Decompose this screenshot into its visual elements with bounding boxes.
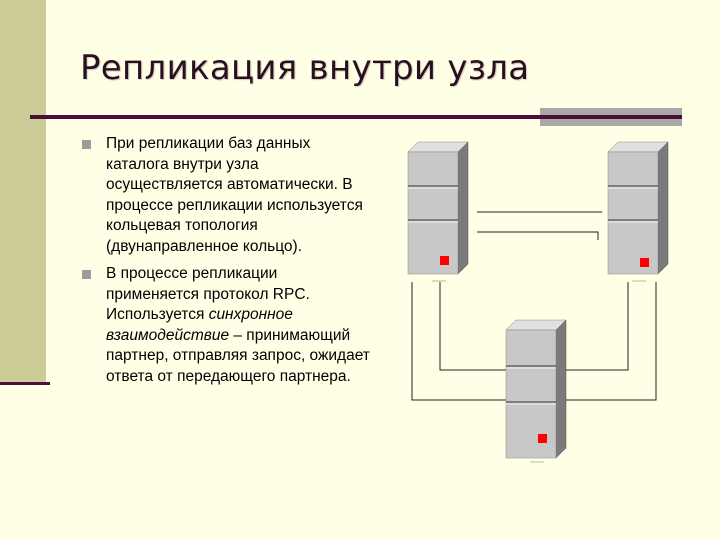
bullet-list: При репликации баз данных каталога внутр… <box>82 134 372 394</box>
server-icon <box>505 319 567 459</box>
title-rule <box>30 115 682 119</box>
link-right-inner <box>558 282 629 371</box>
title-rule-grey-top <box>540 108 682 115</box>
server-icon <box>607 141 669 275</box>
bullet-item-1: При репликации баз данных каталога внутр… <box>82 134 372 257</box>
link-left-inner <box>439 282 508 371</box>
bullet-item-2: В процессе репликации применяется проток… <box>82 264 372 387</box>
slide-title: Репликация внутри узла <box>80 48 530 88</box>
status-indicator-icon <box>440 256 449 265</box>
ring-connections <box>411 211 657 401</box>
bullet-text-2b: – принимающий партнер, отправляя запрос,… <box>106 326 370 385</box>
bullet-text-2-italic: синхронное взаимодействие <box>106 306 293 344</box>
status-indicator-icon <box>538 434 547 443</box>
replication-ring-diagram <box>407 141 669 463</box>
link-top-inner <box>477 231 599 240</box>
title-rule-grey-bottom <box>540 119 682 126</box>
bullet-text-1: При репликации баз данных каталога внутр… <box>106 135 363 255</box>
left-accent-underline <box>0 382 50 385</box>
bullet-text-2a: В процессе репликации применяется проток… <box>106 265 310 323</box>
link-right-outer <box>558 282 657 401</box>
square-bullet-icon <box>82 270 91 279</box>
link-left-outer <box>411 282 508 401</box>
square-bullet-icon <box>82 140 91 149</box>
server-icon <box>407 141 469 275</box>
status-indicator-icon <box>640 258 649 267</box>
left-accent-bar <box>0 0 46 385</box>
